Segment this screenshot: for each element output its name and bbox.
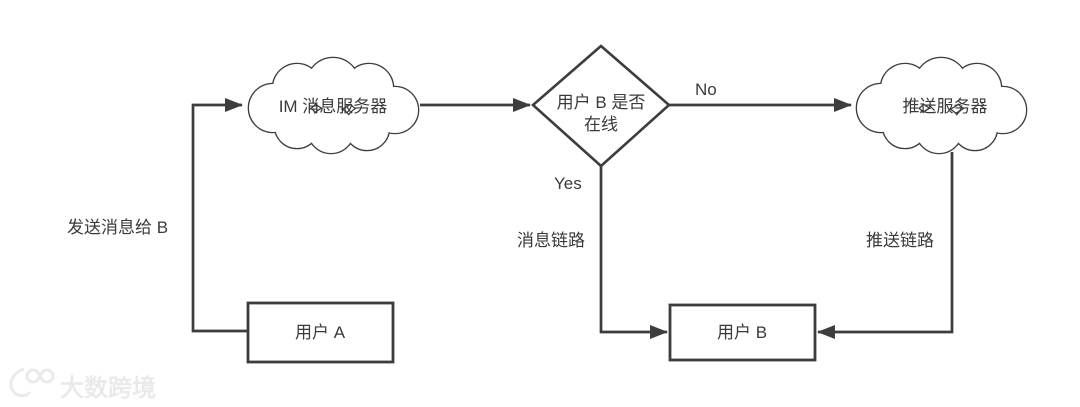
decision-label-line2: 在线 [584,115,618,134]
watermark-text: 大数跨境 [60,374,156,402]
user-b-box: 用户 B [668,303,817,362]
edge-labels: 发送消息给 B No Yes 消息链路 推送链路 [67,80,934,250]
decision-label-line1: 用户 B 是否 [557,93,646,112]
decision-diamond: 用户 B 是否 在线 [531,44,671,168]
edges [191,98,954,339]
edge-label-yes: Yes [554,174,582,193]
edge-decision-to-user-b [599,166,668,339]
edge-label-push-link: 推送链路 [866,231,934,250]
im-server-label: IM 消息服务器 [279,97,388,116]
edge-label-message-link: 消息链路 [517,231,585,250]
edge-label-no: No [695,80,717,99]
push-server-cloud: 推送服务器 [855,56,1028,155]
watermark: 大数跨境 [9,367,156,402]
push-server-label: 推送服务器 [903,97,988,116]
user-a-label: 用户 A [295,323,346,342]
edge-user-a-to-im-server [191,98,248,333]
edge-push-server-to-user-b [817,152,954,339]
watermark-logo-icon [9,367,55,398]
im-server-cloud: IM 消息服务器 [247,56,420,155]
user-a-box: 用户 A [246,301,395,364]
edge-label-send-message: 发送消息给 B [67,218,168,237]
user-b-label: 用户 B [717,323,767,342]
